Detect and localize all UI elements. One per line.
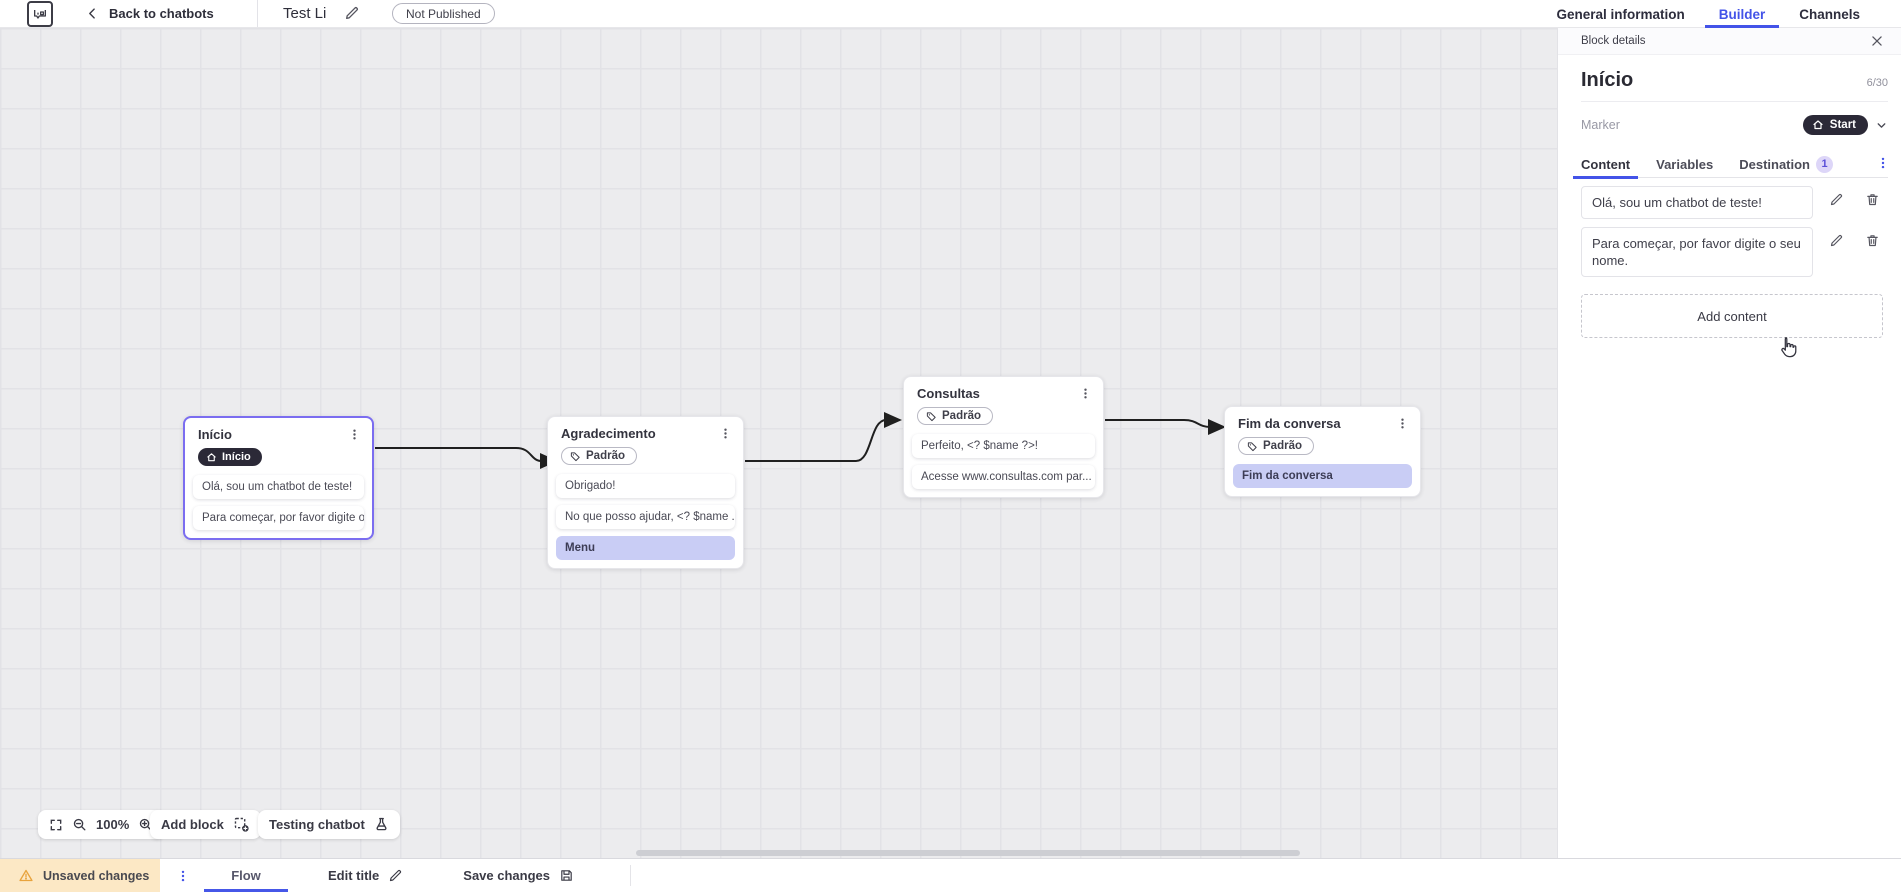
tab-channels[interactable]: Channels [1799, 6, 1860, 22]
canvas-horizontal-scrollbar[interactable] [636, 850, 1300, 856]
flask-icon [374, 817, 389, 832]
testing-chatbot-button[interactable]: Testing chatbot [258, 810, 400, 839]
unsaved-changes-indicator: Unsaved changes [0, 859, 160, 892]
delete-icon[interactable] [1865, 192, 1880, 207]
node-title: Fim da conversa [1238, 416, 1341, 431]
chatbot-title[interactable]: Test Li [283, 5, 327, 22]
tab-variables[interactable]: Variables [1656, 156, 1714, 172]
node-message-row[interactable]: Para começar, por favor digite o ... [193, 506, 364, 530]
footer-menu-icon[interactable] [160, 859, 204, 892]
chevron-down-icon[interactable] [1875, 119, 1888, 132]
footer-divider [630, 865, 631, 886]
node-title: Consultas [917, 386, 980, 401]
node-button-row[interactable]: Menu [556, 536, 735, 560]
tab-flow[interactable]: Flow [204, 859, 288, 892]
edit-icon[interactable] [1829, 192, 1844, 207]
hand-cursor [1778, 336, 1797, 359]
back-label: Back to chatbots [109, 6, 214, 21]
content-message[interactable]: Para começar, por favor digite o seu nom… [1581, 227, 1813, 277]
top-header: Back to chatbots Test Li Not Published G… [0, 0, 1901, 28]
padrao-badge: Padrão [917, 407, 993, 425]
node-title: Início [198, 427, 232, 442]
node-message-row[interactable]: Obrigado! [556, 474, 735, 498]
add-block-button[interactable]: Add block [150, 810, 261, 839]
add-content-button[interactable]: Add content [1581, 294, 1883, 338]
tab-content[interactable]: Content [1572, 151, 1639, 179]
start-marker-badge: Início [198, 448, 262, 466]
testing-chatbot-label: Testing chatbot [269, 817, 365, 832]
edit-title-icon[interactable] [344, 5, 360, 21]
panel-header-label: Block details [1581, 35, 1646, 47]
node-message-row[interactable]: Olá, sou um chatbot de teste! [193, 475, 364, 499]
header-nav-tabs: General information Builder Channels [1554, 0, 1862, 28]
bottom-bar: Unsaved changes Flow Edit title Save cha… [0, 858, 1901, 892]
delete-icon[interactable] [1865, 233, 1880, 248]
node-menu-icon[interactable] [1396, 417, 1409, 430]
node-menu-icon[interactable] [719, 427, 732, 440]
node-message-row[interactable]: No que posso ajudar, <? $name ... [556, 505, 735, 529]
block-details-panel: Block details Início 6/30 Marker Start C… [1557, 28, 1901, 876]
edge-agradecimento-consultas [745, 412, 902, 462]
fit-screen-icon[interactable] [49, 818, 63, 832]
header-divider [257, 0, 258, 27]
padrao-badge: Padrão [1238, 437, 1314, 455]
edit-icon[interactable] [1829, 233, 1844, 248]
flow-canvas[interactable]: Início Início Olá, sou um chatbot de tes… [0, 28, 1557, 858]
add-block-icon [233, 816, 250, 833]
publish-status-badge: Not Published [392, 3, 495, 24]
close-icon[interactable] [1870, 34, 1884, 48]
tab-general-information[interactable]: General information [1556, 6, 1685, 22]
marker-label: Marker [1581, 118, 1620, 132]
back-icon [89, 8, 95, 19]
tab-destination[interactable]: Destination 1 [1739, 151, 1834, 178]
node-menu-icon[interactable] [1079, 387, 1092, 400]
home-icon [1813, 120, 1823, 130]
node-button-row[interactable]: Fim da conversa [1233, 464, 1412, 488]
node-message-row[interactable]: Perfeito, <? $name ?>! [912, 434, 1095, 458]
edge-inicio-agradecimento [375, 447, 558, 469]
flow-node-consultas[interactable]: Consultas Padrão Perfeito, <? $name ?>! … [903, 376, 1104, 498]
tag-icon [1247, 441, 1257, 451]
tag-icon [570, 451, 580, 461]
zoom-level: 100% [96, 817, 130, 832]
content-item: Olá, sou um chatbot de teste! [1581, 186, 1888, 219]
flow-node-inicio[interactable]: Início Início Olá, sou um chatbot de tes… [183, 416, 374, 540]
tag-icon [926, 411, 936, 421]
app-logo[interactable] [27, 1, 53, 27]
panel-menu-icon[interactable] [1876, 156, 1890, 170]
flow-node-fim[interactable]: Fim da conversa Padrão Fim da conversa [1224, 406, 1421, 497]
edit-title-button[interactable]: Edit title [306, 859, 425, 892]
content-item: Para começar, por favor digite o seu nom… [1581, 227, 1888, 277]
flow-node-agradecimento[interactable]: Agradecimento Padrão Obrigado! No que po… [547, 416, 744, 569]
node-menu-icon[interactable] [348, 428, 361, 441]
char-counter: 6/30 [1866, 77, 1888, 89]
panel-tabs: Content Variables Destination 1 [1572, 151, 1890, 179]
add-block-label: Add block [161, 817, 224, 832]
content-message[interactable]: Olá, sou um chatbot de teste! [1581, 186, 1813, 219]
zoom-out-icon[interactable] [72, 817, 87, 832]
node-message-row[interactable]: Acesse www.consultas.com par... [912, 465, 1095, 489]
destination-count-badge: 1 [1816, 155, 1834, 173]
back-to-chatbots-button[interactable]: Back to chatbots [86, 0, 214, 27]
edit-icon [390, 869, 402, 882]
warning-icon [19, 869, 33, 882]
marker-select[interactable]: Start [1802, 115, 1868, 135]
block-name-input[interactable]: Início [1581, 69, 1634, 91]
node-title: Agradecimento [561, 426, 656, 441]
zoom-controls: 100% [38, 810, 165, 839]
padrao-badge: Padrão [561, 447, 637, 465]
tab-builder[interactable]: Builder [1704, 0, 1779, 28]
home-icon [207, 452, 216, 461]
save-changes-button[interactable]: Save changes [441, 859, 596, 892]
unsaved-label: Unsaved changes [43, 868, 150, 883]
save-icon [561, 870, 572, 881]
edge-consultas-fim [1105, 418, 1226, 435]
